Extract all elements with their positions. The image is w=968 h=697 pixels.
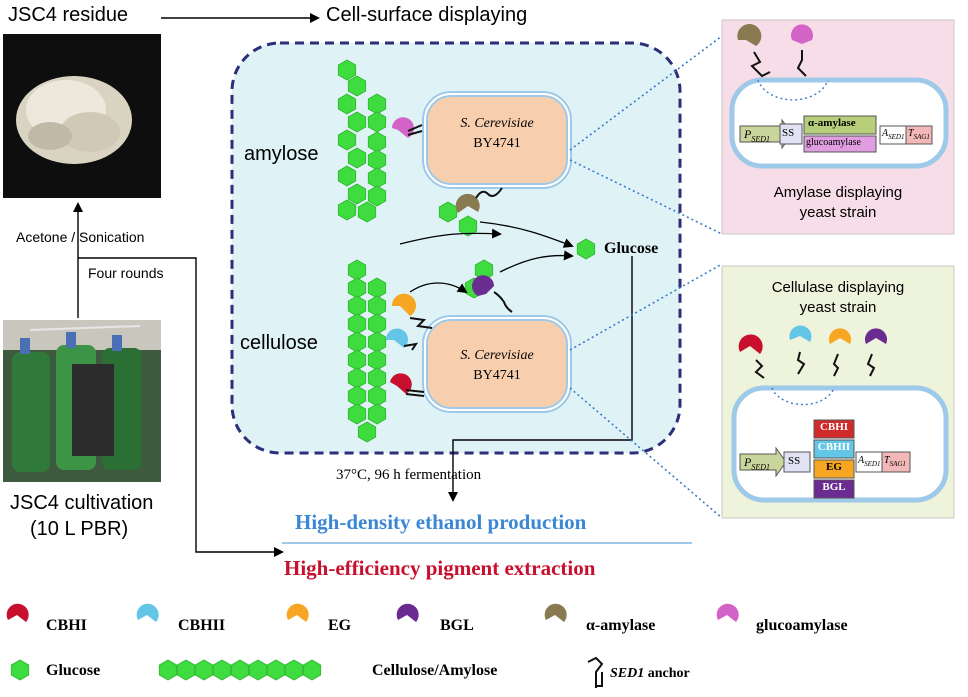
cbhii-enzyme bbox=[385, 328, 419, 351]
cellulase-gene-cbhi: CBHI bbox=[819, 421, 849, 433]
amylose-label: amylose bbox=[244, 143, 319, 165]
cultivation-label: JSC4 cultivation bbox=[10, 492, 154, 514]
cultivation-volume: (10 L PBR) bbox=[30, 518, 129, 540]
amylase-caption-2: yeast strain bbox=[799, 204, 877, 221]
legend-anchor-icon bbox=[587, 656, 604, 688]
cultivation-photo bbox=[3, 320, 161, 482]
cellulase-ss: SS bbox=[788, 455, 801, 467]
legend-eg-label: EG bbox=[328, 617, 352, 634]
cell-top-strain: BY4741 bbox=[473, 136, 521, 151]
arrow-glucose-to-ethanol bbox=[448, 256, 633, 502]
fermentation-label: 37°C, 96 h fermentation bbox=[336, 467, 482, 483]
cbhi-enzyme bbox=[390, 373, 425, 397]
pigment-outcome: High-efficiency pigment extraction bbox=[284, 556, 596, 580]
eg-enzyme bbox=[391, 293, 433, 329]
legend-glucoamylase-label: glucoamylase bbox=[756, 617, 848, 634]
zoom-line-top-b bbox=[569, 159, 723, 235]
amylase-gene-alpha: α-amylase bbox=[808, 117, 856, 129]
bgl-enzyme bbox=[472, 275, 513, 313]
amylase-panel bbox=[721, 19, 955, 235]
legend-eg-icon bbox=[286, 603, 309, 622]
rounds-label: Four rounds bbox=[88, 265, 164, 281]
glucose-label: Glucose bbox=[604, 240, 659, 257]
cellulase-gene-bgl: BGL bbox=[822, 481, 846, 493]
yeast-cell-top bbox=[422, 91, 572, 189]
alpha-amylase-top bbox=[455, 187, 503, 213]
cellulase-caption-2: yeast strain bbox=[799, 299, 877, 316]
amylase-promoter: PSED1 bbox=[744, 127, 771, 144]
cellulase-caption-1: Cellulase displaying bbox=[771, 279, 905, 296]
legend-chain-icon bbox=[158, 659, 322, 681]
cellulase-gene-cbhii: CBHII bbox=[817, 441, 851, 453]
residue-label: JSC4 residue bbox=[8, 4, 129, 26]
legend-glucose-label: Glucose bbox=[46, 662, 101, 679]
legend-glucoamylase-icon bbox=[716, 603, 739, 622]
cellulase-gene-eg: EG bbox=[826, 461, 842, 473]
yeast-cell-bottom bbox=[422, 315, 572, 413]
arrow-to-glucose-bottom bbox=[499, 250, 574, 273]
cellulase-anchor: ASED1 bbox=[858, 455, 881, 468]
pretreat-label: Acetone / Sonication bbox=[16, 229, 145, 245]
legend-cbhi-label: CBHI bbox=[46, 617, 87, 634]
cell-bottom-strain: BY4741 bbox=[473, 368, 521, 383]
legend-cbhii-icon bbox=[136, 603, 159, 622]
cellulase-promoter: PSED1 bbox=[744, 455, 771, 472]
display-label: Cell-surface displaying bbox=[326, 4, 528, 26]
ethanol-outcome: High-density ethanol production bbox=[295, 510, 587, 534]
legend bbox=[6, 603, 739, 688]
legend-chain-label: Cellulose/Amylose bbox=[372, 662, 498, 679]
arrow-cellulose-to-bgl bbox=[409, 282, 468, 294]
legend-alpha-amylase-label: α-amylase bbox=[586, 617, 656, 634]
residue-photo bbox=[3, 34, 161, 198]
legend-cbhi-icon bbox=[6, 603, 29, 622]
cellulase-panel bbox=[721, 265, 955, 519]
zoom-line-bottom-a bbox=[569, 263, 723, 351]
legend-bgl-icon bbox=[396, 603, 419, 622]
zoom-line-top-a bbox=[569, 35, 723, 151]
amylase-gene-gluco: glucoamylase bbox=[806, 137, 861, 148]
amylase-terminator: TSAG1 bbox=[908, 128, 930, 141]
legend-alpha-amylase-icon bbox=[544, 603, 567, 622]
amylase-caption-1: Amylase displaying bbox=[773, 184, 903, 201]
cell-bottom-species: S. Cerevisiae bbox=[460, 348, 534, 363]
glucoamylase-top bbox=[392, 117, 423, 138]
amylase-anchor: ASED1 bbox=[882, 128, 905, 141]
legend-glucose-icon bbox=[10, 659, 30, 681]
cellulose-label: cellulose bbox=[240, 332, 318, 354]
amylase-ss: SS bbox=[782, 127, 795, 139]
cell-top-species: S. Cerevisiae bbox=[460, 116, 534, 131]
arrow-to-glucose-top bbox=[479, 221, 574, 248]
legend-bgl-label: BGL bbox=[440, 617, 474, 634]
legend-cbhii-label: CBHII bbox=[178, 617, 226, 634]
cellulase-terminator: TSAG1 bbox=[884, 455, 906, 468]
arrow-amylose-to-cell bbox=[399, 228, 502, 245]
zoom-line-bottom-b bbox=[569, 387, 723, 519]
arrow-to-pigment-extraction bbox=[78, 257, 284, 557]
legend-anchor-label: SED1 anchor bbox=[610, 666, 690, 681]
